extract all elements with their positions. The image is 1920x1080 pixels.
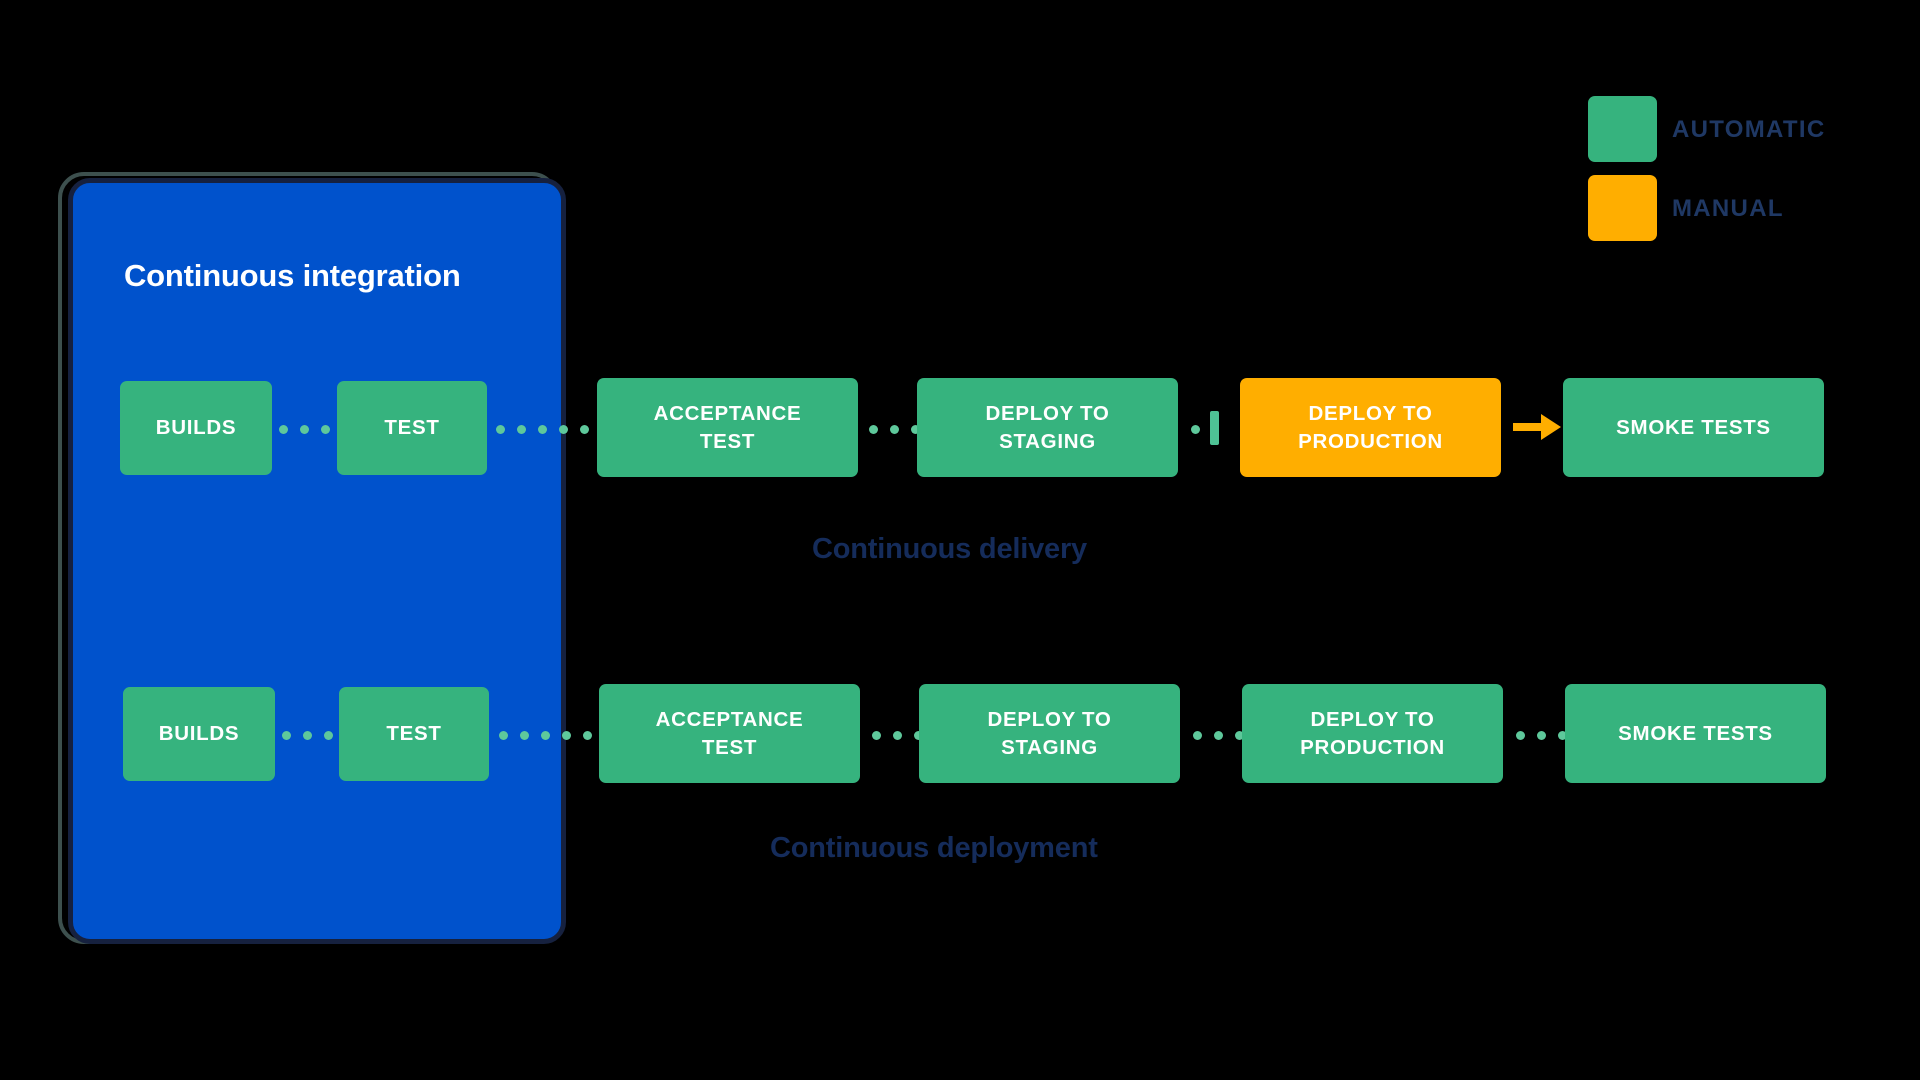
stage-builds-delivery[interactable]: BUILDS [120,381,272,475]
stage-label: SMOKE TESTS [1616,415,1771,439]
stage-deploy-to-production-deployment[interactable]: DEPLOY TO PRODUCTION [1242,684,1503,783]
stage-label-line2: TEST [701,735,758,759]
connector-dot-before-gate-delivery [1191,424,1200,434]
stage-label-wrapper: DEPLOY TO STAGING [987,706,1111,760]
stage-label-line2: TEST [699,429,756,453]
caption-continuous-delivery: Continuous delivery [812,533,1087,565]
stage-label-wrapper: DEPLOY TO PRODUCTION [1298,400,1443,454]
stage-test-delivery[interactable]: TEST [337,381,487,475]
continuous-integration-panel [68,178,566,944]
stage-label-line2: STAGING [999,429,1096,453]
stage-label-wrapper: ACCEPTANCE TEST [654,400,802,454]
arrow-right-icon [1513,414,1561,440]
stage-label-line1: ACCEPTANCE [653,402,802,426]
stage-label-line1: DEPLOY TO [987,708,1112,732]
stage-smoke-tests-delivery[interactable]: SMOKE TESTS [1563,378,1824,477]
stage-label-wrapper: DEPLOY TO STAGING [985,400,1109,454]
caption-continuous-deployment: Continuous deployment [770,832,1098,864]
connector-dots-production-smoke-deployment [1516,730,1567,740]
stage-label-line2: PRODUCTION [1298,429,1443,453]
legend-label-manual: MANUAL [1672,195,1784,222]
connector-dots-staging-production-deployment [1193,730,1244,740]
stage-smoke-tests-deployment[interactable]: SMOKE TESTS [1565,684,1826,783]
stage-label: TEST [384,416,440,440]
stage-label-line1: DEPLOY TO [1310,708,1435,732]
stage-deploy-to-staging-deployment[interactable]: DEPLOY TO STAGING [919,684,1180,783]
stage-label-wrapper: ACCEPTANCE TEST [656,706,804,760]
stage-test-deployment[interactable]: TEST [339,687,489,781]
stage-builds-deployment[interactable]: BUILDS [123,687,275,781]
manual-gate-stop-bar [1210,411,1219,445]
stage-acceptance-test-delivery[interactable]: ACCEPTANCE TEST [597,378,858,477]
stage-label: BUILDS [158,722,240,746]
stage-deploy-to-production-delivery[interactable]: DEPLOY TO PRODUCTION [1240,378,1501,477]
stage-label-line2: STAGING [1001,735,1098,759]
stage-label-line1: ACCEPTANCE [655,708,804,732]
stage-label-line1: DEPLOY TO [985,402,1110,426]
legend-swatch-manual [1588,175,1657,241]
stage-deploy-to-staging-delivery[interactable]: DEPLOY TO STAGING [917,378,1178,477]
stage-label: BUILDS [155,416,237,440]
stage-acceptance-test-deployment[interactable]: ACCEPTANCE TEST [599,684,860,783]
stage-label: TEST [386,722,442,746]
stage-label: SMOKE TESTS [1618,721,1773,745]
legend-swatch-automatic [1588,96,1657,162]
stage-label-line2: PRODUCTION [1300,735,1445,759]
stage-label-line1: DEPLOY TO [1308,402,1433,426]
stage-label-wrapper: DEPLOY TO PRODUCTION [1300,706,1445,760]
ci-panel-title: Continuous integration [124,258,461,293]
connector-dots-acceptance-staging-delivery [869,424,920,434]
legend-label-automatic: AUTOMATIC [1672,116,1826,143]
connector-dots-acceptance-staging-deployment [872,730,923,740]
